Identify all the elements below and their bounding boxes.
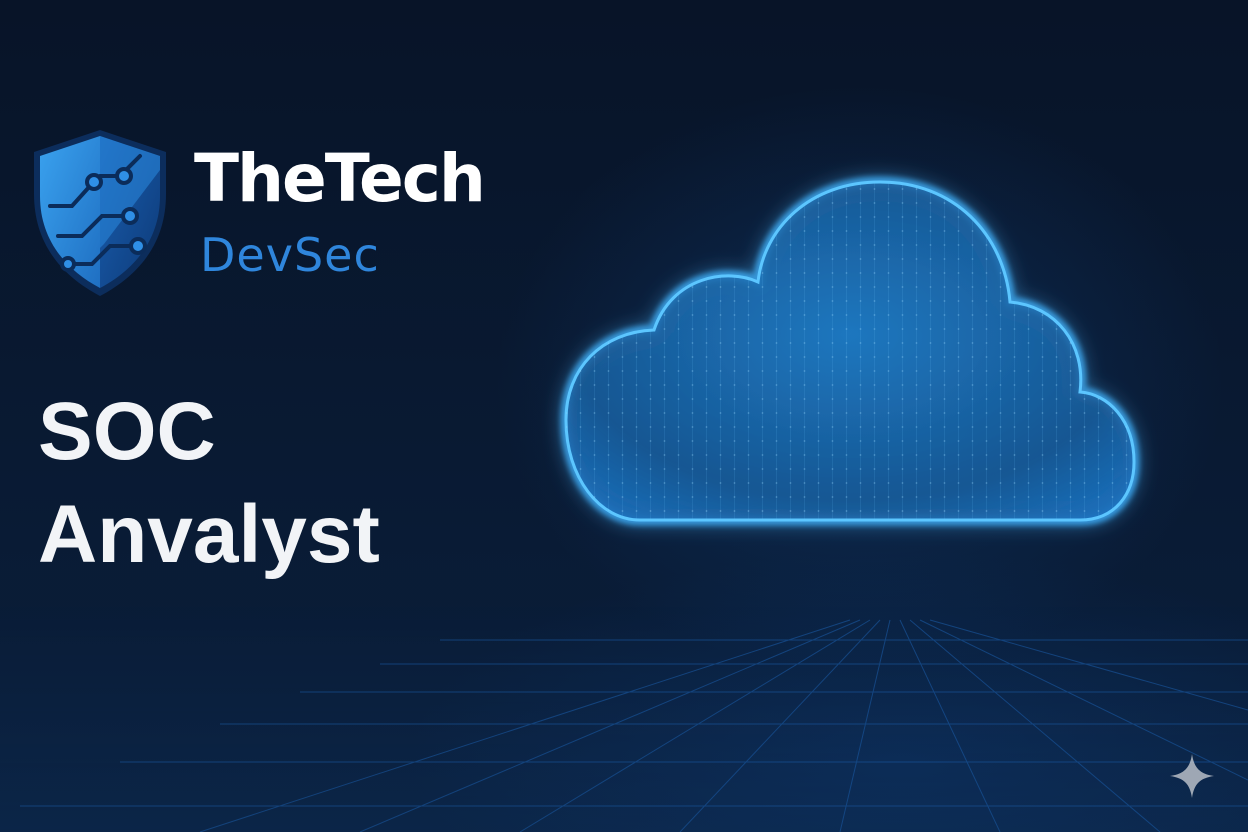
brand-name-primary: TheTech <box>194 140 486 217</box>
title-line-1: SOC <box>38 386 216 477</box>
page-title: SOC Anvalyst <box>38 380 380 586</box>
brand-name-secondary: DevSec <box>200 228 380 282</box>
digital-cloud-icon <box>560 176 1140 525</box>
circuit-shield-icon <box>34 130 166 296</box>
floor-grid <box>0 600 1248 832</box>
sparkle-icon <box>1170 754 1214 798</box>
title-line-2: Anvalyst <box>38 489 380 580</box>
brand-logo: TheTech DevSec <box>30 124 486 304</box>
